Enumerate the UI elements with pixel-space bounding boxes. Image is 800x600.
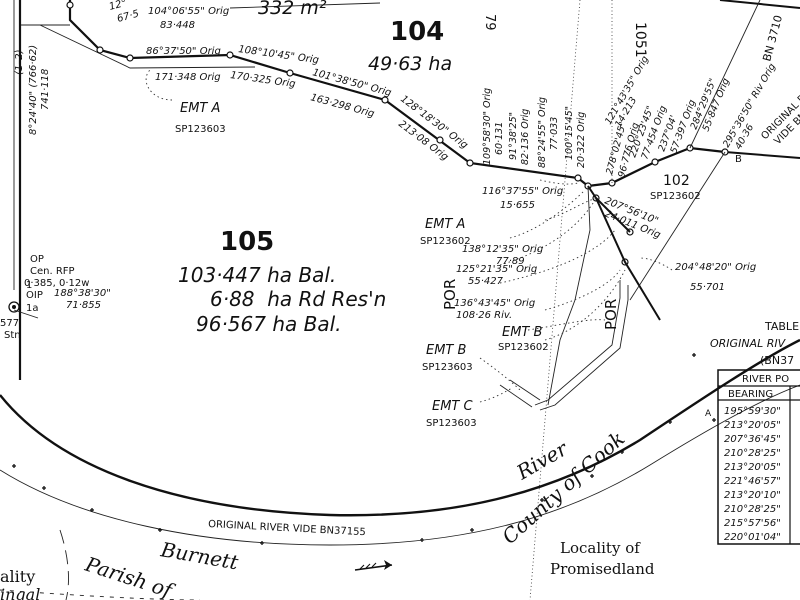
left-fragment-1: ality bbox=[0, 567, 35, 586]
b2-bearing: 108°10'45" Orig bbox=[238, 44, 320, 66]
table-row: 220°01'04" bbox=[724, 532, 781, 543]
vlabel-4: 82·136 Orig bbox=[520, 109, 531, 165]
table-title-2: ORIGINAL RIV bbox=[710, 337, 787, 350]
l4-bearing: 125°21'35" Orig bbox=[456, 264, 537, 275]
station-oip: OIP bbox=[26, 290, 43, 301]
lot-105-area-3: 96·567 ha Bal. bbox=[196, 312, 342, 336]
table-row: 213°20'05" bbox=[724, 420, 781, 431]
vlabel-7: 100°15'45" bbox=[564, 106, 575, 160]
river-corner-label: BN 3710 bbox=[760, 14, 785, 63]
river-vide-label: ORIGINAL RIVER VIDE BN37155 bbox=[208, 519, 366, 538]
table-row: 210°28'25" bbox=[724, 504, 781, 515]
west-tag: (1–2) bbox=[14, 49, 25, 75]
lot-102-plan: SP123602 bbox=[650, 191, 701, 202]
station-distance: 71·855 bbox=[66, 300, 101, 311]
station-num: 1 bbox=[26, 280, 32, 291]
l5-distance: 108·26 Riv. bbox=[456, 310, 512, 321]
vlabel-6: 77·033 bbox=[549, 117, 560, 150]
lot-104-area: 49·63 ha bbox=[368, 53, 452, 75]
station-marker bbox=[8, 301, 20, 313]
b1-bearing: 86°37'50" Orig bbox=[146, 46, 221, 57]
table-row-a-marker: A bbox=[705, 409, 712, 419]
emt-b-1-label: EMT B bbox=[502, 325, 543, 340]
west-boundary bbox=[13, 0, 39, 380]
river-point-b: B bbox=[735, 154, 742, 165]
l6-distance: 55·701 bbox=[690, 282, 725, 293]
locality-name: Promisedland bbox=[550, 560, 655, 578]
l3-bearing: 138°12'35" Orig bbox=[462, 244, 543, 255]
station-code: 577 bbox=[0, 318, 19, 329]
vlabel-5: 88°24'55" Orig bbox=[537, 97, 548, 168]
table-row: 221°46'57" bbox=[724, 476, 781, 487]
b3-distance: 163·298 Orig bbox=[309, 92, 375, 120]
emt-b-2-label: EMT B bbox=[426, 343, 467, 358]
table-row: 210°28'25" bbox=[724, 448, 781, 459]
emt-a-2-plan: SP123602 bbox=[420, 236, 471, 247]
west-bearing: 8°24'40" (766·62) bbox=[28, 45, 39, 135]
lot-105-area-2: 6·88 ha Rd Res'n bbox=[210, 287, 386, 311]
station-bearing: 188°38'30" bbox=[54, 288, 111, 299]
table-row: 215°57'56" bbox=[724, 518, 781, 529]
station-mark: 1a bbox=[26, 303, 39, 314]
boundary-crosses bbox=[12, 353, 716, 545]
emt-b-2-plan: SP123603 bbox=[422, 362, 473, 373]
b00-distance: 67·5 bbox=[116, 9, 140, 25]
river-name-burnett: Burnett bbox=[158, 537, 241, 575]
por-label-2: POR bbox=[602, 299, 620, 330]
l3-distance: 77·89 bbox=[496, 256, 525, 267]
lot-105-area-1: 103·447 ha Bal. bbox=[178, 263, 336, 287]
l1-bearing: 116°37'55" Orig bbox=[482, 186, 563, 197]
station-stn: Stn bbox=[4, 330, 21, 341]
table-title-3: (BN37 bbox=[760, 354, 794, 367]
l6-bearing: 204°48'20" Orig bbox=[675, 262, 756, 273]
emt-a-2-label: EMT A bbox=[425, 217, 465, 232]
l4-distance: 55·427 bbox=[468, 276, 504, 287]
river-flow-arrow bbox=[354, 560, 393, 571]
left-fragment-2: ingal bbox=[0, 585, 40, 600]
b2-distance: 170·325 Orig bbox=[230, 70, 297, 90]
vlabel-8: 20·322 Orig bbox=[576, 112, 587, 168]
por-label-1: POR bbox=[441, 279, 459, 310]
station-cen-rfp: Cen. RFP bbox=[30, 266, 75, 277]
river-points-table: TABLE ORIGINAL RIV (BN37 RIVER PO BEARIN… bbox=[705, 320, 800, 545]
leader-lines bbox=[145, 69, 673, 403]
table-row: 207°36'45" bbox=[724, 434, 781, 445]
b0-distance: 83·448 bbox=[160, 20, 195, 31]
table-col-bearing: BEARING bbox=[728, 389, 773, 400]
emt-c-plan: SP123603 bbox=[426, 418, 477, 429]
emt-c-label: EMT C bbox=[432, 399, 474, 414]
b0-bearing: 104°06'55" Orig bbox=[148, 6, 229, 17]
station-dist: 0·385, 0·12w bbox=[24, 278, 89, 289]
vlabel-2: 60·131 bbox=[494, 122, 505, 155]
emt-a-1-plan: SP123603 bbox=[175, 124, 226, 135]
top-lot-partial: 79 bbox=[482, 14, 497, 31]
locality-label: Locality of bbox=[560, 539, 641, 557]
table-row: 195°59'30" bbox=[724, 406, 781, 417]
top-area: 332 m² bbox=[258, 0, 327, 19]
lot-102-number: 102 bbox=[663, 173, 690, 189]
lot-105-number: 105 bbox=[220, 227, 274, 257]
emt-a-1-label: EMT A bbox=[180, 101, 220, 116]
west-distance: 741·118 bbox=[40, 69, 51, 110]
table-title-1: TABLE bbox=[764, 320, 799, 333]
right-lot-partial: 1051 bbox=[632, 22, 648, 58]
lot-104-number: 104 bbox=[390, 17, 444, 47]
easement-strips bbox=[499, 280, 629, 411]
emt-b-1-plan: SP123602 bbox=[498, 342, 549, 353]
table-row: 213°20'10" bbox=[724, 490, 781, 501]
table-row: 213°20'05" bbox=[724, 462, 781, 473]
b1-distance: 171·348 Orig bbox=[155, 72, 221, 83]
vlabel-3: 91°38'25" bbox=[508, 112, 519, 160]
table-header: RIVER PO bbox=[742, 374, 789, 385]
station-op: OP bbox=[30, 254, 44, 265]
l5-bearing: 136°43'45" Orig bbox=[454, 298, 535, 309]
l1-distance: 15·655 bbox=[500, 200, 535, 211]
vlabel-1: 109°58'30" Orig bbox=[482, 88, 493, 165]
